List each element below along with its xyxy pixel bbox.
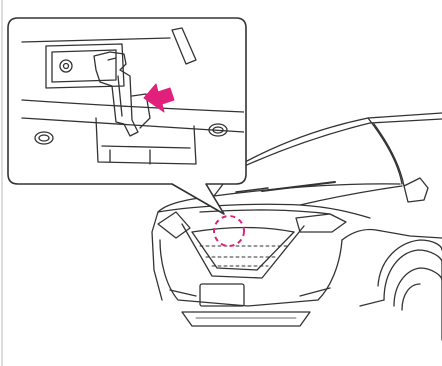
hood-front-edge <box>158 204 370 218</box>
wheel-rim <box>394 268 442 306</box>
grille-v-inner <box>192 232 294 270</box>
wiper <box>262 182 335 191</box>
front-fender <box>342 229 442 240</box>
hood-highlight-circle <box>214 216 244 246</box>
front-bumper <box>160 240 342 306</box>
headlight-right <box>296 214 346 232</box>
headlight-left <box>158 212 190 238</box>
lower-intake <box>182 312 310 326</box>
side-pillar <box>368 118 402 184</box>
side-mirror <box>404 178 428 202</box>
callout-bubble <box>8 18 246 214</box>
front-tire <box>384 250 442 340</box>
